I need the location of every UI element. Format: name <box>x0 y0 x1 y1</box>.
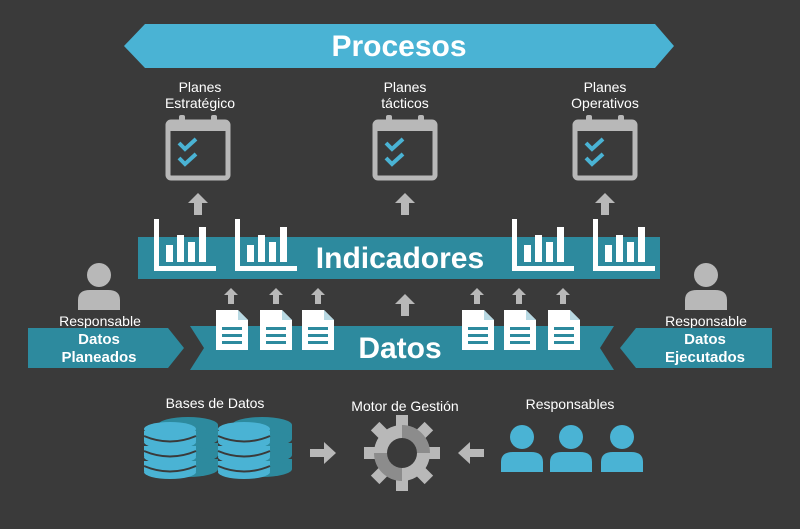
arrow-up-icon <box>311 288 325 304</box>
document-icon <box>462 310 494 350</box>
arrow-left-icon <box>458 442 484 464</box>
arrow-up-icon <box>224 288 238 304</box>
bar-chart-icon <box>593 219 655 271</box>
database-icon <box>143 417 218 479</box>
calendar-checklist-icon <box>372 115 438 181</box>
arrow-up-icon <box>556 288 570 304</box>
arrow-up-icon <box>269 288 283 304</box>
arrow-up-icon <box>395 294 415 316</box>
document-icon <box>260 310 292 350</box>
motor-de-gestion-label: Motor de Gestión <box>351 398 459 414</box>
datos-title: Datos <box>358 332 442 365</box>
bar-chart-icon <box>154 219 216 271</box>
arrow-up-icon <box>470 288 484 304</box>
arrow-up-icon <box>188 193 208 215</box>
indicadores-band <box>138 237 660 279</box>
bar-chart-icon <box>512 219 574 271</box>
document-icon <box>216 310 248 350</box>
document-icon <box>302 310 334 350</box>
responsables-label: Responsables <box>525 396 615 412</box>
document-icon <box>548 310 580 350</box>
person-icon <box>550 425 592 472</box>
gear-icon <box>364 415 440 491</box>
calendar-checklist-icon <box>572 115 638 181</box>
document-icon <box>504 310 536 350</box>
calendar-checklist-icon <box>165 115 231 181</box>
right-responsable-label: Responsable <box>665 313 747 329</box>
person-icon <box>601 425 643 472</box>
person-icon <box>78 263 120 310</box>
left-responsable-label: Responsable <box>59 313 141 329</box>
arrow-up-icon <box>395 193 415 215</box>
procesos-title: Procesos <box>331 30 467 63</box>
indicadores-title: Indicadores <box>315 242 485 275</box>
bar-chart-icon <box>235 219 297 271</box>
bases-de-datos-label: Bases de Datos <box>165 395 265 411</box>
arrow-right-icon <box>310 442 336 464</box>
arrow-up-icon <box>512 288 526 304</box>
person-icon <box>685 263 727 310</box>
person-icon <box>501 425 543 472</box>
arrow-up-icon <box>595 193 615 215</box>
database-icon <box>217 417 292 479</box>
